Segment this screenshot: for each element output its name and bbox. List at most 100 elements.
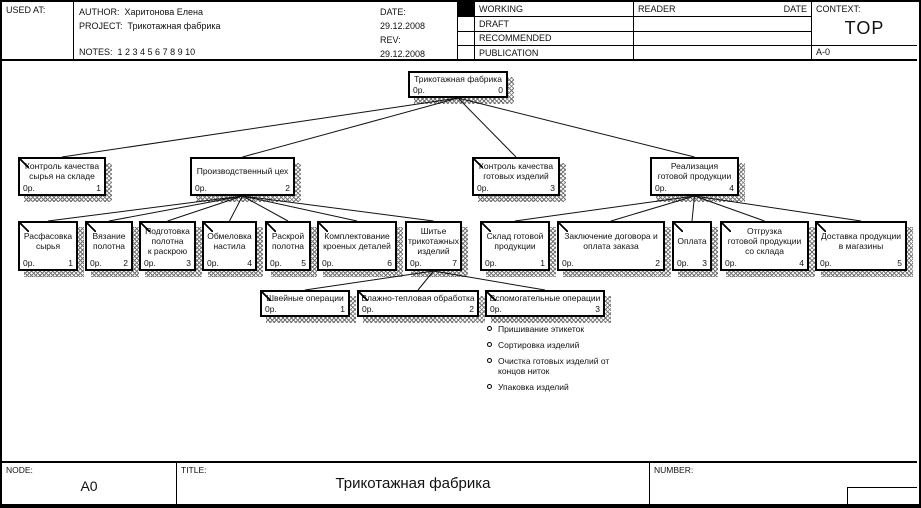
process-number: 2 [655, 258, 660, 268]
process-number: 3 [702, 258, 707, 268]
leaf-activity-text: Сортировка изделий [498, 340, 580, 350]
process-cost: 0р. [144, 258, 156, 268]
status-checkbox-recommended[interactable] [458, 31, 474, 46]
author-line: AUTHOR: Харитонова Елена [79, 5, 450, 19]
process-cost: 0р. [23, 258, 35, 268]
process-label: Склад готовой продукции [486, 230, 544, 251]
leaf-corner-slash [359, 292, 368, 301]
process-bottom-row: 0р.5 [267, 258, 309, 269]
process-cost: 0р. [490, 304, 502, 314]
process-number: 2 [285, 183, 290, 193]
leaf-corner-slash [559, 223, 568, 232]
date-label: DATE: [380, 7, 406, 17]
number-cell: NUMBER: [650, 463, 917, 504]
tree-connector [61, 97, 459, 158]
circle-bullet-icon [487, 342, 492, 347]
leaf-activity-item: Очистка готовых изделий от концов ниток [487, 356, 623, 376]
process-number: 2 [469, 304, 474, 314]
project-value: Трикотажная фабрика [127, 21, 221, 31]
leaf-corner-slash [141, 223, 150, 232]
process-bottom-row: 0р.2 [87, 258, 131, 269]
process-cost: 0р. [485, 258, 497, 268]
status-row-working: WORKING [475, 2, 633, 17]
date-rev-cell: DATE:29.12.2008 REV:29.12.2008 [380, 2, 457, 59]
title-label: TITLE: [181, 465, 207, 475]
process-bottom-row: 0р.6 [319, 258, 395, 269]
used-at-cell: USED AT: [2, 2, 74, 59]
leaf-activity-item: Пришивание этикеток [487, 324, 623, 334]
author-label: AUTHOR: [79, 7, 120, 17]
leaf-corner-slash [319, 223, 328, 232]
notes-line: NOTES: 1 2 3 4 5 6 7 8 9 10 [79, 45, 450, 59]
tree-connector [457, 97, 695, 158]
status-checkbox-working[interactable] [458, 2, 474, 17]
process-label: Комплектование кроеных деталей [323, 230, 391, 251]
process-bottom-row: 0р.1 [262, 304, 348, 315]
project-label: PROJECT: [79, 21, 123, 31]
process-label: Оплата [677, 235, 707, 246]
leaf-corner-slash [20, 159, 29, 168]
context-cell: CONTEXT: TOP A-0 [811, 2, 917, 59]
kit-footer: NODE: A0 TITLE: Трикотажная фабрика NUMB… [2, 461, 917, 504]
process-cost: 0р. [90, 258, 102, 268]
leaf-corner-slash [674, 223, 683, 232]
used-at-label: USED AT: [6, 5, 46, 15]
tree-connector [694, 195, 765, 222]
context-node-ref: A-0 [816, 47, 831, 57]
notes-value: 1 2 3 4 5 6 7 8 9 10 [117, 47, 196, 57]
tree-connector [167, 195, 243, 222]
process-number: 1 [540, 258, 545, 268]
process-cost: 0р. [362, 304, 374, 314]
tree-connector [691, 195, 695, 222]
leaf-corner-slash [482, 223, 491, 232]
process-cost: 0р. [265, 304, 277, 314]
status-checkbox-publication[interactable] [458, 46, 474, 61]
process-box-4.1[interactable]: Склад готовой продукции 0р. 1 [480, 221, 550, 271]
process-box-2.6[interactable]: Комплектование кроеных деталей 0р.6 [317, 221, 397, 271]
title-cell: TITLE: Трикотажная фабрика [177, 463, 650, 504]
process-cost: 0р. [23, 183, 35, 193]
tree-connector [47, 195, 243, 222]
process-number: 4 [729, 183, 734, 193]
diagram-title: Трикотажная фабрика [335, 475, 491, 492]
process-box-4.5[interactable]: Доставка продукции в магазины 0р.5 [815, 221, 907, 271]
node-cell: NODE: A0 [2, 463, 177, 504]
process-number: 0 [498, 85, 503, 95]
process-label: Заключение договора и оплата заказа [564, 230, 658, 251]
process-label: Доставка продукции в магазины [820, 230, 902, 251]
process-bottom-row: 0р.3 [487, 304, 603, 315]
process-label: Подготовка полотна к раскрою [145, 225, 190, 256]
circle-bullet-icon [487, 358, 492, 363]
process-number: 1 [96, 183, 101, 193]
node-label: NODE: [6, 465, 33, 475]
process-number: 3 [550, 183, 555, 193]
process-label: Производственный цех [196, 166, 289, 176]
process-bottom-row: 0р. 1 [20, 183, 104, 194]
leaf-corner-slash [474, 159, 483, 168]
process-label: Трикотажная фабрика [414, 74, 502, 84]
reader-date-label: DATE [783, 4, 807, 14]
process-bottom-row: 0р.5 [817, 258, 905, 269]
tree-connector [229, 195, 243, 222]
process-bottom-row: 0р.4 [652, 183, 737, 194]
tree-connector [108, 195, 243, 222]
status-checkbox-draft[interactable] [458, 17, 474, 32]
tree-connector [242, 195, 358, 222]
